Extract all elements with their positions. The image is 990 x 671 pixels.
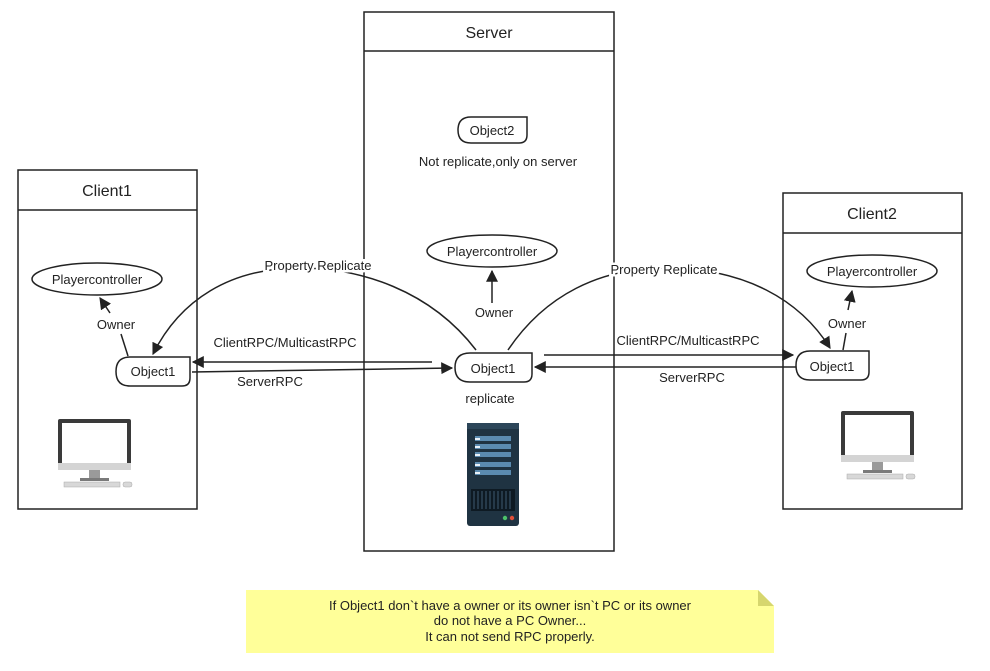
client-rpc-left-label: ClientRPC/MulticastRPC [213, 335, 356, 350]
server-playercontroller-node: Playercontroller [426, 234, 558, 268]
desktop-computer-icon [841, 411, 916, 480]
svg-text:Object1: Object1 [810, 359, 855, 374]
server-rpc-right-label: ServerRPC [659, 370, 725, 385]
server-rpc-left-edge [191, 362, 454, 375]
object2-note: Not replicate,only on server [419, 154, 578, 169]
client1-playercontroller-node: Playercontroller [31, 262, 163, 296]
client1-title: Client1 [82, 183, 132, 200]
server-title: Server [465, 25, 513, 42]
client1-owner-arrow [99, 297, 111, 314]
server-rpc-left-label: ServerRPC [237, 374, 303, 389]
client-rpc-right-label: ClientRPC/MulticastRPC [616, 333, 759, 348]
client2-playercontroller-node: Playercontroller [806, 254, 938, 288]
client2-owner-arrow [843, 289, 856, 311]
property-replicate-left-label: Property Replicate [265, 258, 372, 273]
svg-text:Playercontroller: Playercontroller [52, 272, 143, 287]
note-line-2: do not have a PC Owner... [434, 613, 586, 628]
svg-text:Playercontroller: Playercontroller [827, 264, 918, 279]
warning-note: If Object1 don`t have a owner or its own… [246, 590, 774, 653]
svg-text:Object1: Object1 [131, 364, 176, 379]
server-owner-label: Owner [475, 305, 514, 320]
svg-text:Object2: Object2 [470, 123, 515, 138]
desktop-computer-icon [58, 419, 133, 488]
client1-object1-node: Object1 [115, 356, 191, 387]
note-line-1: If Object1 don`t have a owner or its own… [329, 598, 692, 613]
property-replicate-right-label: Property Replicate [611, 262, 718, 277]
property-replicate-right-edge [507, 267, 831, 351]
client1-owner-stem [120, 333, 129, 357]
object1-replicate-note: replicate [465, 391, 514, 406]
server-rack-icon [467, 423, 519, 526]
client2-owner-label: Owner [828, 316, 867, 331]
server-object2-node: Object2 [457, 116, 528, 144]
svg-text:Playercontroller: Playercontroller [447, 244, 538, 259]
svg-text:Object1: Object1 [471, 361, 516, 376]
server-object1-node: Object1 [454, 352, 533, 383]
note-line-3: It can not send RPC properly. [425, 629, 595, 644]
property-replicate-left-edge [152, 267, 477, 356]
client2-owner-stem [842, 332, 847, 351]
client1-owner-label: Owner [97, 317, 136, 332]
client2-title: Client2 [847, 206, 897, 223]
client2-object1-node: Object1 [795, 350, 870, 381]
